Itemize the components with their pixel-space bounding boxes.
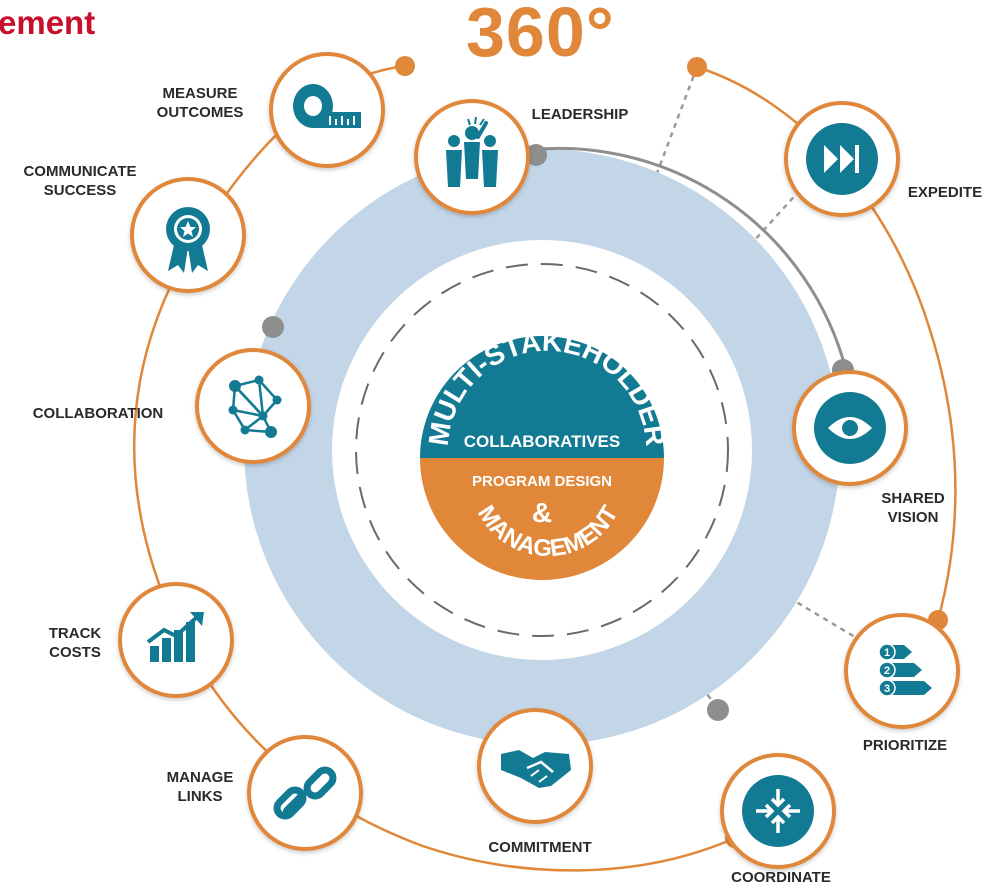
priority-number: 2	[884, 665, 890, 677]
label-commitment: COMMITMENT	[488, 839, 592, 856]
badge-360: 360°	[466, 0, 615, 71]
label-coordinate: COORDINATE	[731, 869, 831, 886]
orange-dot	[687, 57, 707, 77]
dashed-ring	[355, 263, 729, 637]
center-ampersand: &	[532, 497, 552, 528]
node-commitment	[477, 708, 593, 824]
node-coordinate	[720, 753, 836, 869]
arrows-icon	[742, 775, 814, 847]
network-icon	[228, 375, 282, 438]
label-prioritize: PRIORITIZE	[862, 737, 948, 754]
tape-icon	[293, 84, 361, 128]
node-collaboration	[195, 348, 311, 464]
chart-icon	[146, 612, 204, 662]
node-measure	[269, 52, 385, 168]
priority-number: 1	[884, 647, 890, 659]
ff-icon	[806, 123, 878, 195]
eye-icon	[814, 392, 886, 464]
gray-dot	[525, 144, 547, 166]
ribbon-icon	[166, 207, 210, 273]
center-bottom-half	[420, 458, 664, 580]
gray-ring-arc	[527, 146, 848, 371]
outer-orange-track-right	[696, 65, 957, 621]
handshake-icon	[501, 750, 571, 788]
gray-dot	[707, 699, 729, 721]
label-leadership: LEADERSHIP	[531, 106, 629, 123]
node-manage	[247, 735, 363, 851]
link-icon	[273, 766, 337, 820]
label-expedite: EXPEDITE	[907, 184, 983, 201]
center-top-half	[420, 336, 664, 458]
node-leadership	[414, 99, 530, 215]
people-icon	[446, 116, 498, 187]
center-collaboratives: COLLABORATIVES	[464, 432, 620, 451]
node-shared	[792, 370, 908, 486]
node-expedite	[784, 101, 900, 217]
node-communicate	[130, 177, 246, 293]
node-track	[118, 582, 234, 698]
center-program-design: PROGRAM DESIGN	[472, 473, 612, 490]
label-collaboration: COLLABORATION	[32, 405, 164, 422]
page-title-fragment: ement	[0, 4, 96, 41]
priority-number: 3	[884, 683, 890, 695]
node-prioritize: 1 2 3	[844, 613, 960, 729]
gray-dot	[262, 316, 284, 338]
orange-dot	[395, 56, 415, 76]
list-icon: 1 2 3	[878, 643, 932, 697]
